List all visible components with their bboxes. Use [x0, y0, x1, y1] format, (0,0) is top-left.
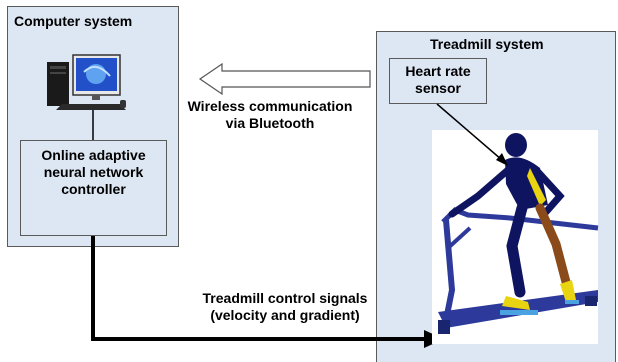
- controller-line-1: Online adaptive: [41, 147, 146, 163]
- wireless-arrow: [198, 62, 371, 96]
- treadmill-runner-illustration: [432, 130, 599, 344]
- computer-system-title: Computer system: [14, 13, 133, 29]
- wireless-communication-label: Wireless communication via Bluetooth: [170, 98, 370, 132]
- controller-box: Online adaptive neural network controlle…: [20, 140, 167, 236]
- sensor-pointer-line: [436, 103, 503, 161]
- controller-line-3: controller: [61, 181, 126, 197]
- sensor-line-1: Heart rate: [405, 63, 471, 79]
- heart-rate-sensor-box: Heart rate sensor: [389, 58, 487, 104]
- control-line-1: Treadmill control signals: [202, 290, 368, 306]
- sensor-line-2: sensor: [415, 80, 461, 96]
- control-line-2: (velocity and gradient): [210, 307, 360, 323]
- controller-line-2: neural network: [43, 164, 144, 180]
- wireless-line-1: Wireless communication: [187, 98, 353, 114]
- wireless-line-2: via Bluetooth: [225, 115, 315, 131]
- sensor-pointer-arrowhead: [496, 153, 508, 166]
- treadmill-system-title: Treadmill system: [430, 36, 544, 52]
- control-signals-label: Treadmill control signals (velocity and …: [170, 290, 400, 324]
- computer-icon: [47, 54, 126, 110]
- control-signal-arrow: [91, 236, 428, 341]
